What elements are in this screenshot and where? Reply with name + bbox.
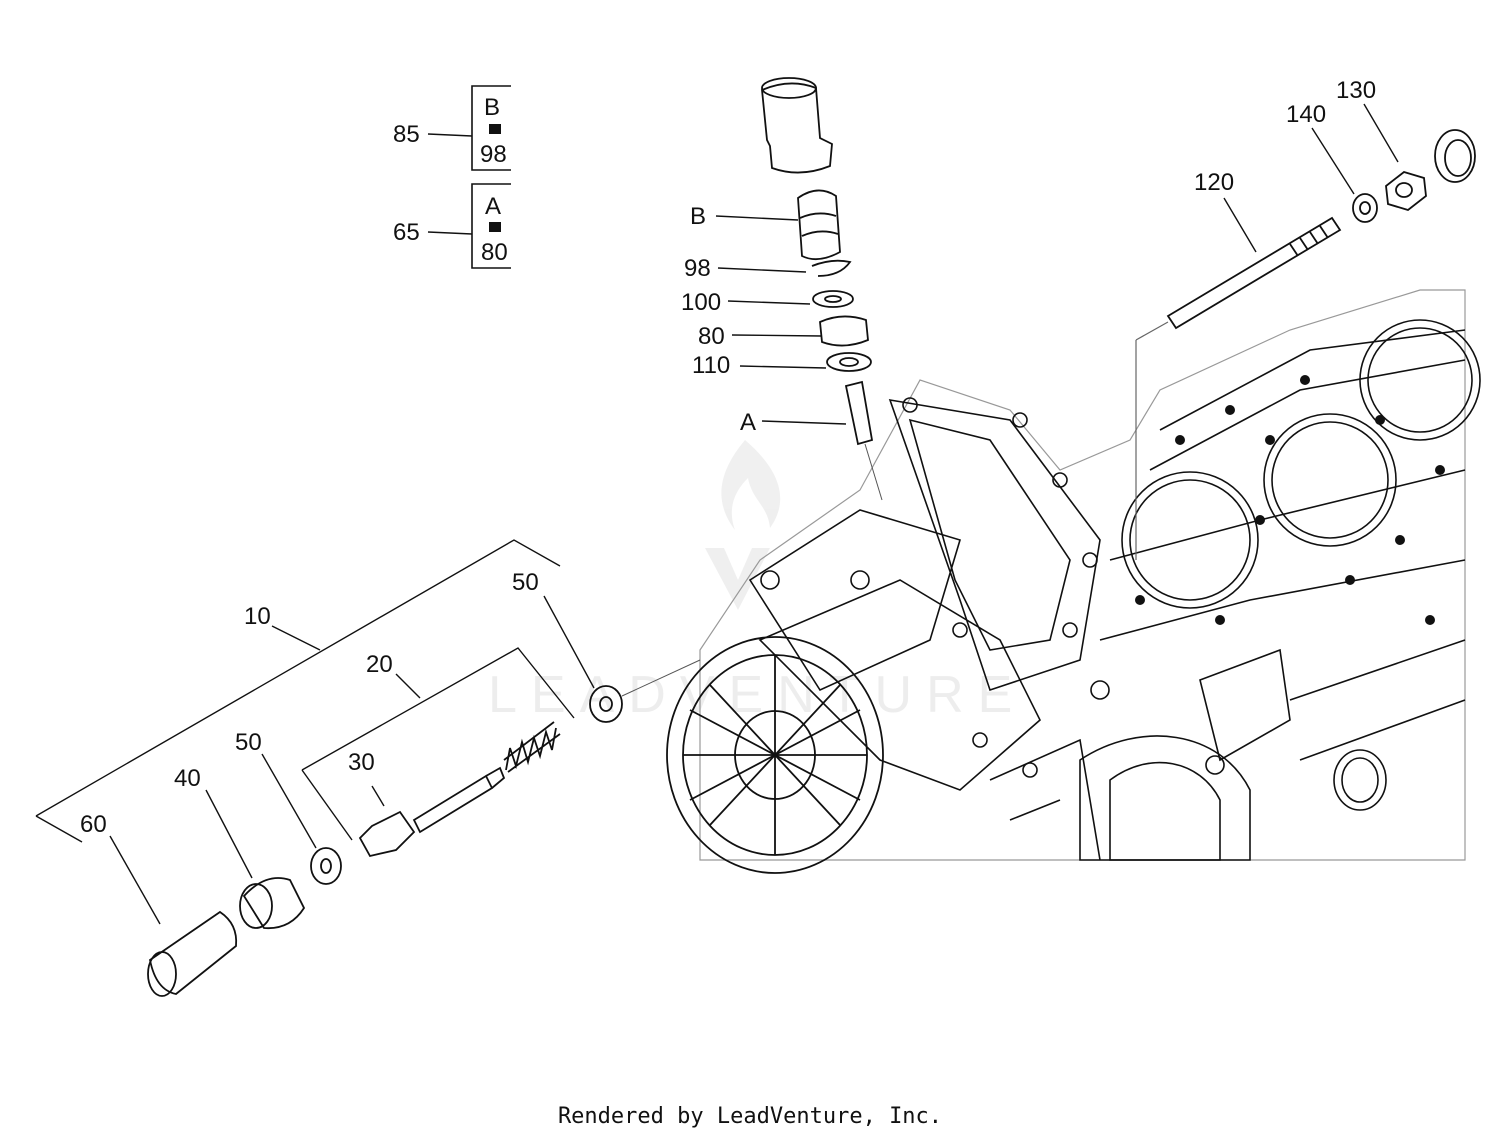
callout-B[interactable]: B (690, 203, 706, 230)
callout-110[interactable]: 110 (692, 352, 730, 379)
callout-40[interactable]: 40 (174, 765, 201, 792)
callout-30[interactable]: 30 (348, 749, 375, 776)
part-60-cap[interactable] (149, 910, 238, 995)
part-110-washer[interactable] (826, 352, 872, 372)
part-140-washer[interactable] (1352, 193, 1378, 223)
part-98-ring[interactable] (811, 259, 852, 277)
callouts: 10 20 30 40 50 50 60 B 98 100 80 110 A 1… (80, 77, 1376, 838)
kit-box-65: A 80 65 (393, 183, 511, 269)
callout-85[interactable]: 85 (393, 121, 420, 148)
callout-100[interactable]: 100 (681, 289, 721, 316)
callout-50-left[interactable]: 50 (235, 729, 262, 756)
callout-60[interactable]: 60 (80, 811, 107, 838)
kit-85-letter: B (484, 94, 500, 121)
callout-65[interactable]: 65 (393, 219, 420, 246)
kit-box-85: B 98 85 (393, 85, 511, 171)
part-130-nut[interactable] (1385, 171, 1427, 211)
housing-plate (666, 636, 884, 874)
callout-A[interactable]: A (740, 409, 756, 436)
part-120-stud[interactable] (1166, 216, 1342, 330)
part-50-washer-left[interactable] (310, 847, 342, 885)
part-sleeve-top[interactable] (761, 82, 833, 174)
leader-lines (35, 103, 1399, 925)
part-A-pin[interactable] (844, 380, 874, 446)
part-seal-ring[interactable] (1434, 129, 1476, 183)
kit-85-bullet (489, 124, 501, 134)
flame-logo-icon (721, 440, 781, 530)
injector-stack (761, 77, 883, 501)
engine-block (699, 289, 1481, 861)
kit-85-part: 98 (480, 141, 507, 168)
watermark-text: LEADVENTURE (488, 666, 1026, 724)
part-40-plug[interactable] (242, 877, 306, 930)
kit-65-bullet (489, 222, 501, 232)
kit-65-part: 80 (481, 239, 508, 266)
watermark: LEADVENTURE (488, 440, 1026, 724)
callout-140[interactable]: 140 (1286, 101, 1326, 128)
part-80-nut[interactable] (819, 315, 869, 347)
footer-credit: Rendered by LeadVenture, Inc. (557, 1104, 943, 1129)
part-30-valve[interactable] (358, 774, 494, 858)
callout-98[interactable]: 98 (684, 255, 711, 282)
callout-50-right[interactable]: 50 (512, 569, 539, 596)
kit-65-letter: A (485, 193, 501, 220)
part-50-washer-right[interactable] (589, 685, 623, 723)
stud-assembly (1135, 129, 1476, 560)
valve-assembly (147, 659, 701, 997)
callout-80[interactable]: 80 (698, 323, 725, 350)
callout-120[interactable]: 120 (1194, 169, 1234, 196)
callout-20[interactable]: 20 (366, 651, 393, 678)
part-spring[interactable] (503, 721, 561, 773)
part-B[interactable] (797, 189, 841, 261)
callout-10[interactable]: 10 (244, 603, 271, 630)
part-100-washer[interactable] (812, 290, 854, 308)
callout-130[interactable]: 130 (1336, 77, 1376, 104)
